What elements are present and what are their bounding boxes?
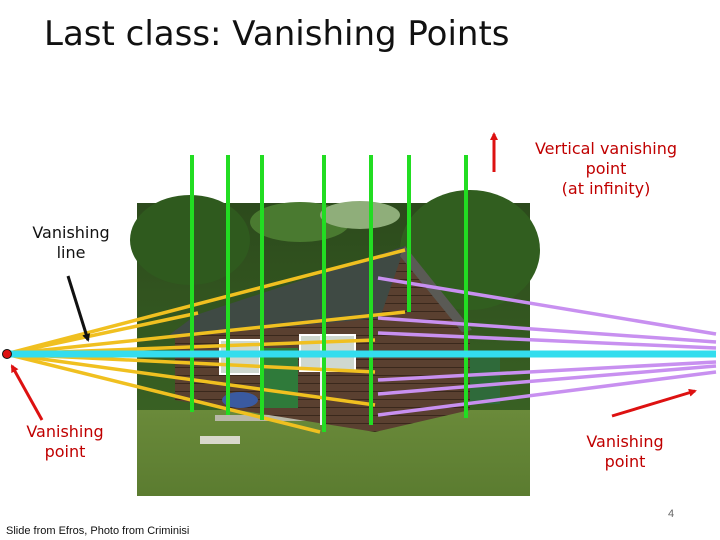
right-vp-label-line-2: point — [604, 452, 646, 471]
slide-title: Last class: Vanishing Points — [44, 14, 510, 54]
vanishing-line-arrow — [66, 275, 91, 342]
left-vanishing-point-label: Vanishing point — [15, 422, 115, 462]
left-vp-arrow — [10, 364, 44, 421]
right-vp-label-line-1: Vanishing — [586, 432, 664, 451]
vanishing-line-label-line-2: line — [56, 243, 86, 262]
right-vp-arrow — [611, 388, 697, 418]
vertical-vp-label-line-1: Vertical vanishing — [534, 139, 678, 158]
right-vanishing-point-label: Vanishing point — [575, 432, 675, 472]
vanishing-line-label: Vanishing line — [22, 223, 120, 263]
vertical-vp-label-line-2: point — [585, 159, 627, 178]
vanishing-line-label-line-1: Vanishing — [32, 223, 110, 242]
vertical-vanishing-point-label: Vertical vanishing point (at infinity) — [520, 139, 692, 199]
left-vp-label-line-1: Vanishing — [26, 422, 104, 441]
right-vanishing-lines — [377, 276, 717, 417]
vertical-parallel-lines — [190, 155, 468, 432]
left-vp-label-line-2: point — [44, 442, 86, 461]
left-vanishing-point-dot — [2, 349, 12, 359]
vertical-vp-label-line-3: (at infinity) — [561, 179, 651, 198]
page-number: 4 — [668, 508, 675, 520]
slide-credit: Slide from Efros, Photo from Criminisi — [6, 525, 190, 537]
